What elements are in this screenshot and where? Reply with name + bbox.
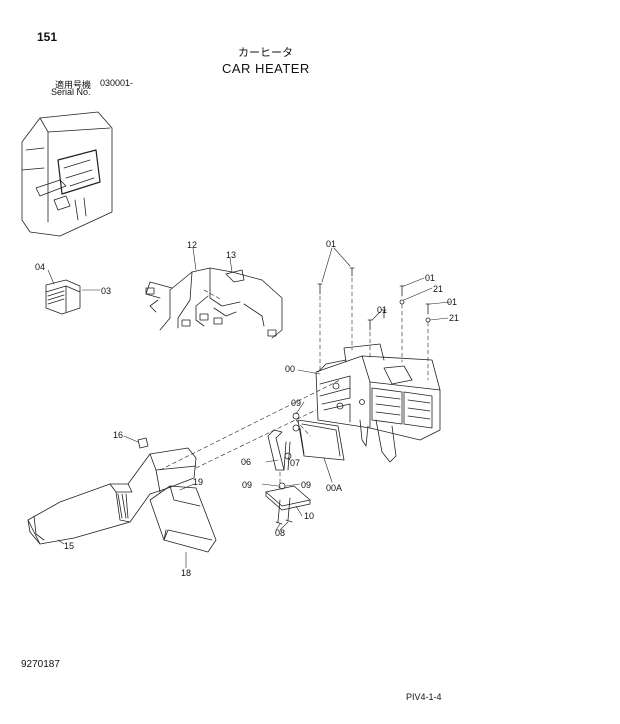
serial-label: Serial No. [51,87,91,97]
callout-01-top: 01 [326,239,336,249]
callout-15: 15 [64,541,74,551]
callout-12: 12 [187,240,197,250]
callout-07: 07 [290,458,300,468]
serial-label-japanese: 適用号機 [55,80,92,90]
leader-lines [47,247,451,569]
assembly-lines [159,277,429,489]
document-number: 9270187 [21,659,60,670]
part-06-07-hose [267,412,300,490]
callout-09-left: 09 [242,480,252,490]
callout-labels: 04 03 12 13 01 01 21 01 01 21 00 09 16 0… [35,239,459,578]
part-15-duct [27,447,197,545]
callout-01-right-upper: 01 [425,273,435,283]
callout-03: 03 [101,286,111,296]
page-number: 151 [37,30,58,44]
part-00-heater-unit [315,343,441,463]
callout-19: 19 [193,477,203,487]
part-03-04-filter [45,279,81,315]
part-00a-cover [297,419,345,461]
part-18-19-duct [149,485,217,553]
page-code: PIV4-1-4 [406,692,442,702]
part-01-21-bolts [317,267,431,331]
callout-00a: 00A [326,483,342,493]
callout-01-right-lower: 01 [447,297,457,307]
callout-04: 04 [35,262,45,272]
callout-18: 18 [181,568,191,578]
callout-16: 16 [113,430,123,440]
part-12-13-harness [145,267,283,339]
callout-09-top: 09 [291,398,301,408]
callout-21-lower: 21 [449,313,459,323]
callout-09-right: 09 [301,480,311,490]
page-title: CAR HEATER [222,61,310,76]
callout-01-middle: 01 [377,305,387,315]
cab-location-thumbnail [21,111,113,237]
part-16-clamp [137,437,149,449]
part-10-bracket [265,485,311,525]
title-japanese: カーヒータ [238,47,293,59]
callout-13: 13 [226,250,236,260]
callout-10: 10 [304,511,314,521]
callout-08: 08 [275,528,285,538]
callout-06: 06 [241,457,251,467]
callout-21-upper: 21 [433,284,443,294]
callout-00: 00 [285,364,295,374]
serial-number-value: 030001- [100,78,134,88]
